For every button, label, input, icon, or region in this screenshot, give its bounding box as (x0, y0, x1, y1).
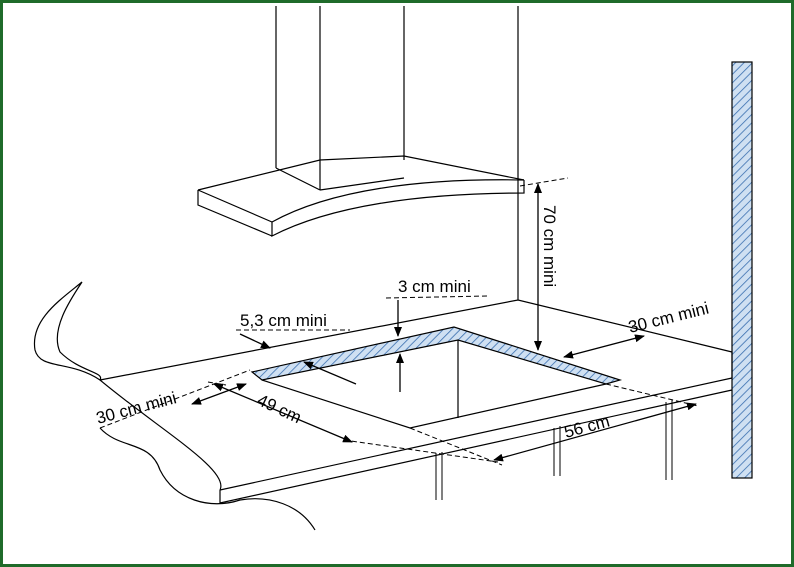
cutout-depth-label: 49 cm (254, 390, 304, 427)
side-wall (731, 61, 753, 479)
rear-gap-dimension: 3 cm mini (385, 277, 489, 392)
hood-canopy (197, 155, 525, 237)
rear-gap-label: 3 cm mini (398, 277, 471, 296)
cutout-depth-dimension: 49 cm (207, 381, 499, 463)
hob-cutout (250, 326, 623, 429)
side-margin-dimension: 5,3 cm mini (236, 311, 357, 385)
hood-chimney (275, 6, 519, 191)
hood-height-dimension: 70 cm mini (519, 177, 569, 351)
side-margin-label: 5,3 cm mini (240, 311, 327, 330)
hood-height-label: 70 cm mini (540, 205, 559, 287)
wall-clearance-label: 30 cm mini (626, 299, 710, 337)
wall-clearance-dimension: 30 cm mini (563, 299, 711, 359)
left-clearance-label: 30 cm mini (94, 388, 178, 428)
cutout-width-label: 56 cm (562, 412, 612, 442)
break-line (33, 281, 316, 531)
left-clearance-dimension: 30 cm mini (94, 369, 251, 429)
